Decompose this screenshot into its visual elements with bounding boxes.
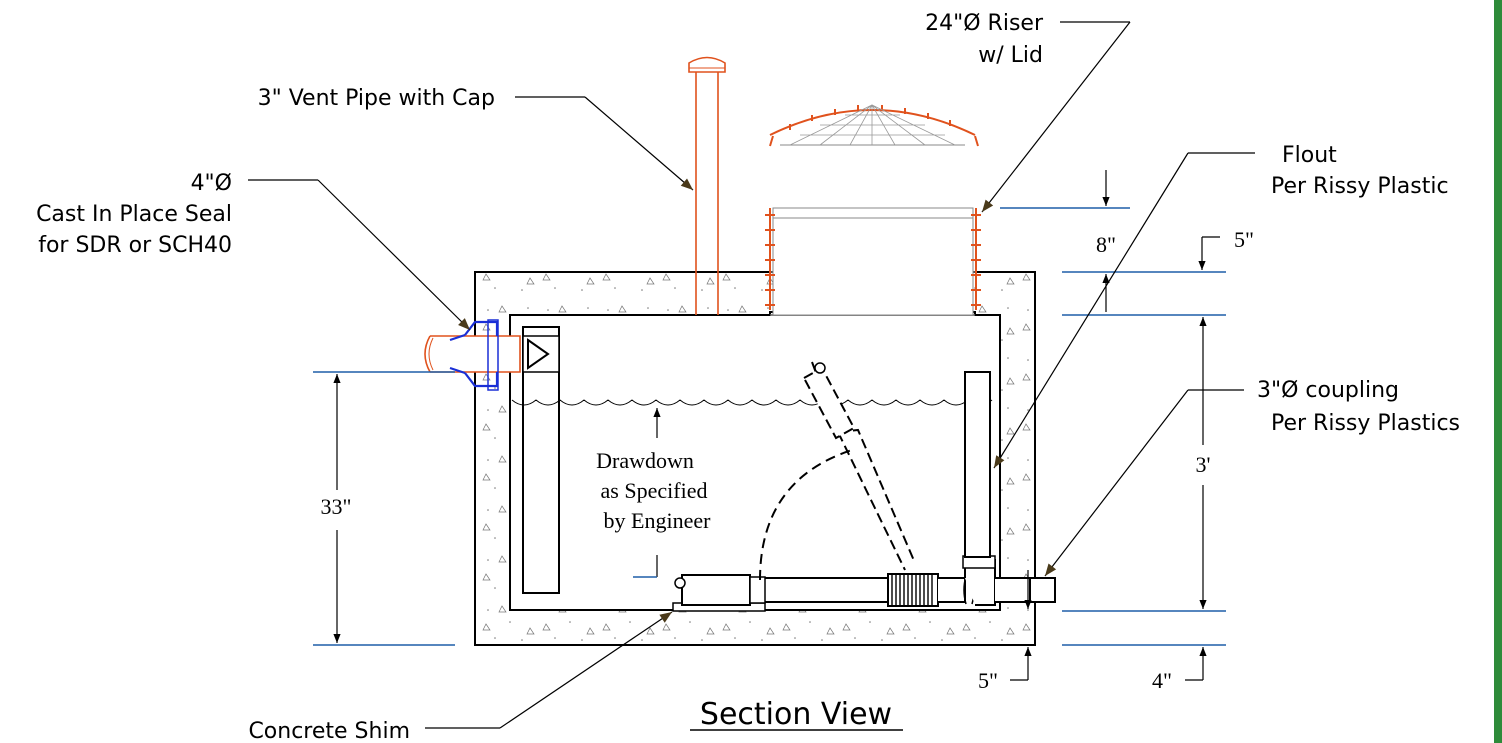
riser-label-1: 24"Ø Riser bbox=[925, 11, 1044, 36]
callout-vent: 3" Vent Pipe with Cap bbox=[258, 86, 694, 191]
callout-coupling: 3"Ø coupling Per Rissy Plastics bbox=[1044, 378, 1460, 577]
flout-label-2: Per Rissy Plastic bbox=[1271, 174, 1449, 199]
dimension-4in: 4" bbox=[1062, 644, 1226, 693]
riser bbox=[765, 207, 981, 316]
callout-seal: 4"Ø Cast In Place Seal for SDR or SCH40 bbox=[36, 171, 471, 331]
concrete-shim-label: Concrete Shim bbox=[248, 719, 410, 743]
dimension-drawdown: Drawdown as Specified by Engineer bbox=[596, 408, 712, 578]
dimension-5in-bottom: 5" bbox=[978, 570, 1032, 693]
callout-riser: 24"Ø Riser w/ Lid bbox=[925, 11, 1131, 213]
seal-label-1: 4"Ø bbox=[191, 171, 232, 196]
dimension-5-bottom-label: 5" bbox=[978, 668, 998, 693]
seal-label-2: Cast In Place Seal bbox=[36, 202, 232, 227]
dimension-33-label: 33" bbox=[321, 494, 352, 519]
drawdown-label-2: as Specified bbox=[601, 478, 708, 503]
dimension-4-label: 4" bbox=[1152, 668, 1172, 693]
drawdown-label-3: by Engineer bbox=[604, 508, 712, 533]
coupling-label-1: 3"Ø coupling bbox=[1257, 378, 1399, 403]
seal-label-3: for SDR or SCH40 bbox=[38, 233, 232, 258]
inlet-pipe bbox=[424, 335, 521, 373]
cast-in-place-seal bbox=[449, 319, 499, 391]
pump-assembly bbox=[672, 361, 1056, 612]
riser-label-2: w/ Lid bbox=[978, 43, 1043, 68]
dimension-33in: 33" bbox=[313, 371, 455, 646]
water-surface bbox=[511, 399, 993, 406]
dimension-3ft: 3' bbox=[1062, 314, 1226, 612]
flout-label-1: Flout bbox=[1282, 143, 1337, 168]
dimension-8in: 8" bbox=[1000, 170, 1130, 312]
coupling-label-2: Per Rissy Plastics bbox=[1271, 411, 1460, 436]
inlet-baffle bbox=[522, 326, 560, 594]
dimension-3ft-label: 3' bbox=[1196, 452, 1211, 477]
riser-lid bbox=[769, 104, 979, 147]
vent-pipe bbox=[688, 56, 726, 315]
callout-flout: Flout Per Rissy Plastic bbox=[993, 143, 1449, 469]
vent-label: 3" Vent Pipe with Cap bbox=[258, 86, 495, 111]
dimension-5-top-label: 5" bbox=[1234, 227, 1254, 252]
dimension-8-label: 8" bbox=[1096, 232, 1116, 257]
section-view-title: Section View bbox=[700, 697, 892, 732]
callout-concrete-shim: Concrete Shim bbox=[248, 611, 673, 743]
dimension-5in-top: 5" bbox=[1130, 227, 1254, 273]
drawdown-label-1: Drawdown bbox=[596, 448, 694, 473]
frame-border bbox=[1494, 0, 1502, 743]
